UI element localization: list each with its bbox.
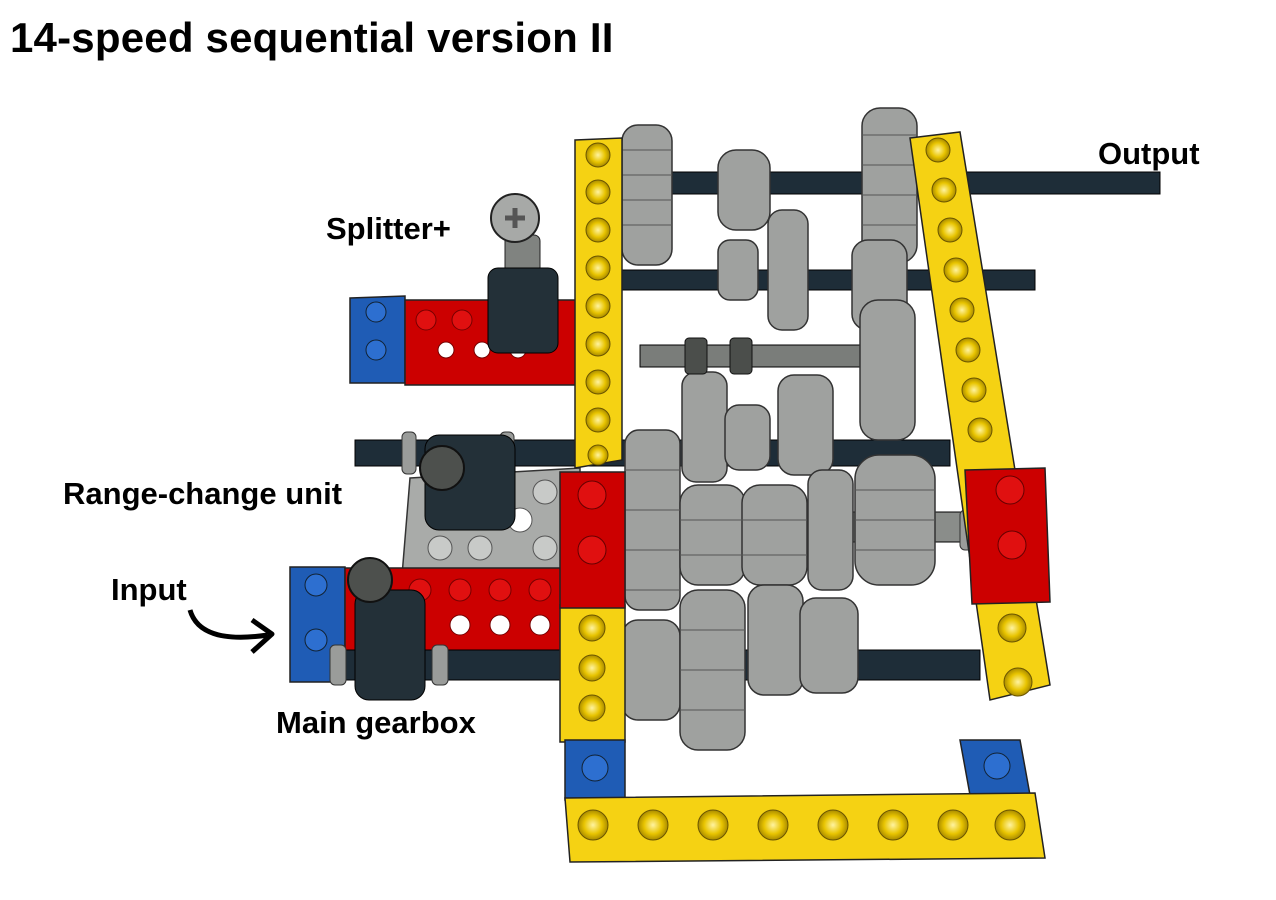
gear-12 — [679, 484, 746, 586]
gear-16 — [621, 619, 681, 721]
bottom-yellow-beam — [564, 792, 1046, 863]
gear-9 — [724, 404, 771, 471]
label-range-change-unit: Range-change unit — [63, 476, 343, 511]
gear-1 — [621, 124, 673, 266]
axle-splitter — [639, 344, 881, 368]
splitter-red-beam — [349, 295, 601, 386]
label-output: Output — [1098, 136, 1200, 171]
range-lever — [419, 434, 516, 531]
main-lever — [347, 557, 426, 701]
gear-13 — [741, 484, 808, 586]
gear-8 — [681, 371, 728, 483]
gear-19 — [799, 597, 859, 694]
splitter-lever — [487, 193, 559, 354]
input-arrow — [187, 609, 275, 654]
gear-18 — [747, 584, 804, 696]
diagram-title: 14-speed sequential version II — [10, 14, 614, 61]
gear-5 — [767, 209, 809, 331]
gear-14 — [807, 469, 854, 591]
gear-teeth — [622, 134, 935, 711]
range-red-bricks — [559, 467, 1051, 609]
label-splitter: Splitter+ — [326, 211, 451, 246]
label-input: Input — [111, 572, 187, 607]
gear-7 — [859, 299, 916, 441]
label-main-gearbox: Main gearbox — [276, 705, 476, 740]
gear-10 — [777, 374, 834, 476]
gear-2 — [717, 149, 771, 231]
gear-4 — [717, 239, 759, 301]
gear-11 — [624, 429, 681, 611]
clutches — [684, 337, 753, 375]
